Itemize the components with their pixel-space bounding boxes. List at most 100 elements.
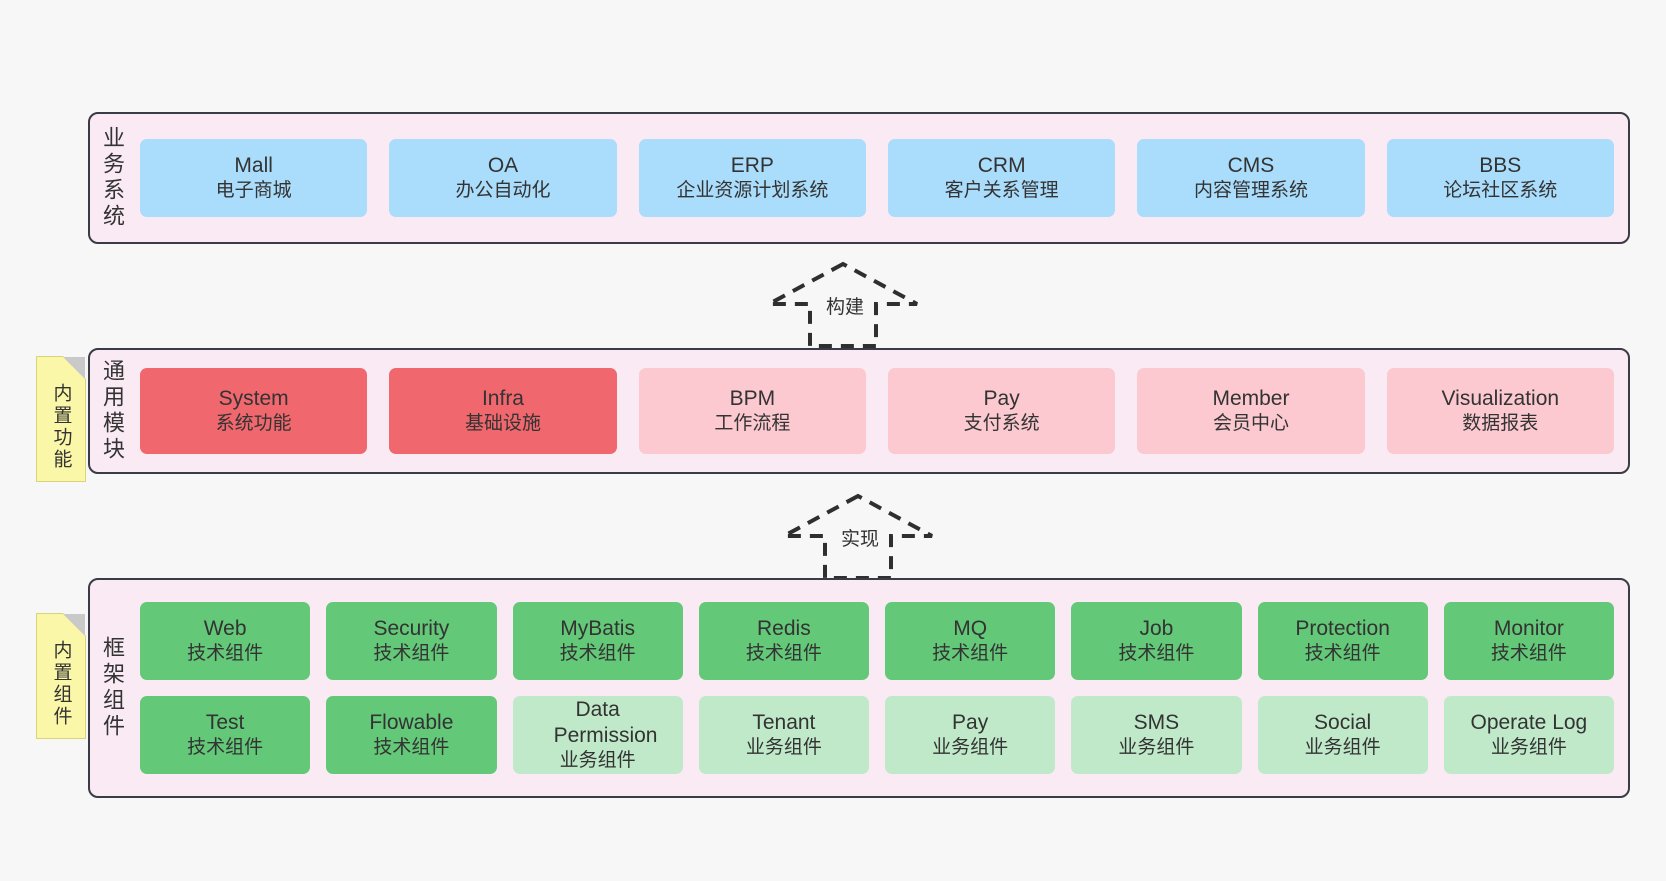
- card-title-en: Flowable: [369, 710, 454, 734]
- card-protection[interactable]: Protection 技术组件: [1257, 602, 1428, 680]
- card-title-cn: 论坛社区系统: [1443, 180, 1558, 202]
- card-monitor[interactable]: Monitor 技术组件: [1443, 602, 1614, 680]
- sticky-fold-icon: [63, 614, 85, 636]
- connector-build: 构建: [755, 258, 935, 350]
- card-title-en: Web: [203, 616, 247, 640]
- card-title-cn: 业务组件: [745, 737, 822, 759]
- card-row: Test 技术组件 Flowable 技术组件 Data Permission …: [140, 696, 1614, 774]
- card-bpm[interactable]: BPM 工作流程: [638, 368, 866, 454]
- card-title-cn: 客户关系管理: [944, 180, 1059, 202]
- card-erp[interactable]: ERP 企业资源计划系统: [638, 139, 866, 217]
- card-infra[interactable]: Infra 基础设施: [389, 368, 617, 454]
- card-title-en: Pay: [952, 710, 989, 734]
- sticky-note-builtin-features: 内置功能: [36, 356, 86, 482]
- card-row: Web 技术组件 Security 技术组件 MyBatis 技术组件 Redi…: [140, 602, 1614, 680]
- card-tenant[interactable]: Tenant 业务组件: [698, 696, 869, 774]
- layer-body-business-systems: Mall 电子商城 OA 办公自动化 ERP 企业资源计划系统 CRM 客户关系…: [134, 114, 1628, 242]
- card-title-cn: 业务组件: [932, 737, 1009, 759]
- card-mq[interactable]: MQ 技术组件: [885, 602, 1056, 680]
- card-system[interactable]: System 系统功能: [140, 368, 368, 454]
- connector-implement-label: 实现: [837, 524, 883, 551]
- connector-build-label: 构建: [822, 292, 868, 319]
- card-title-cn: 内容管理系统: [1193, 180, 1308, 202]
- card-title-en: Visualization: [1441, 386, 1560, 410]
- layer-title-framework-components: 框架组件: [100, 636, 125, 740]
- layer-general-modules: 通用模块 System 系统功能 Infra 基础设施 BPM 工作流程 Pay…: [88, 348, 1630, 474]
- card-title-cn: 会员中心: [1212, 413, 1289, 435]
- connector-build-arrow: [768, 261, 918, 348]
- card-row: Mall 电子商城 OA 办公自动化 ERP 企业资源计划系统 CRM 客户关系…: [140, 139, 1614, 217]
- card-web[interactable]: Web 技术组件: [140, 602, 311, 680]
- card-title-cn: 技术组件: [1118, 643, 1195, 665]
- card-title-cn: 技术组件: [187, 737, 264, 759]
- card-title-cn: 企业资源计划系统: [676, 180, 829, 202]
- card-title-en: Security: [373, 616, 450, 640]
- card-title-cn: 支付系统: [963, 413, 1040, 435]
- card-mybatis[interactable]: MyBatis 技术组件: [512, 602, 683, 680]
- sticky-fold-icon: [63, 357, 85, 379]
- card-visualization[interactable]: Visualization 数据报表: [1386, 368, 1614, 454]
- card-operate-log[interactable]: Operate Log 业务组件: [1443, 696, 1614, 774]
- card-title-cn: 技术组件: [1490, 643, 1567, 665]
- card-title-cn: 工作流程: [714, 413, 791, 435]
- layer-body-framework-components: Web 技术组件 Security 技术组件 MyBatis 技术组件 Redi…: [134, 580, 1628, 796]
- card-social[interactable]: Social 业务组件: [1257, 696, 1428, 774]
- card-bbs[interactable]: BBS 论坛社区系统: [1386, 139, 1614, 217]
- layer-body-general-modules: System 系统功能 Infra 基础设施 BPM 工作流程 Pay 支付系统…: [134, 350, 1628, 472]
- card-title-cn: 技术组件: [187, 643, 264, 665]
- card-title-en: Redis: [757, 616, 811, 640]
- card-security[interactable]: Security 技术组件: [326, 602, 497, 680]
- layer-title-business-systems: 业务系统: [100, 126, 125, 230]
- card-title-cn: 业务组件: [1304, 737, 1381, 759]
- card-pay-module[interactable]: Pay 支付系统: [887, 368, 1116, 454]
- card-title-cn: 技术组件: [1304, 643, 1381, 665]
- card-title-en: CMS: [1227, 153, 1275, 177]
- card-title-en: Operate Log: [1470, 710, 1588, 734]
- sticky-note-label: 内置组件: [50, 640, 72, 728]
- card-crm[interactable]: CRM 客户关系管理: [887, 139, 1116, 217]
- card-title-en: MyBatis: [560, 616, 635, 640]
- card-mall[interactable]: Mall 电子商城: [140, 139, 368, 217]
- card-title-cn: 办公自动化: [455, 180, 551, 202]
- card-title-en: Member: [1212, 386, 1290, 410]
- card-title-en: Infra: [481, 386, 524, 410]
- card-title-cn: 电子商城: [215, 180, 292, 202]
- card-title-cn: 技术组件: [373, 643, 450, 665]
- layer-business-systems: 业务系统 Mall 电子商城 OA 办公自动化 ERP 企业资源计划系统 CRM…: [88, 112, 1630, 244]
- card-title-cn: 业务组件: [559, 750, 636, 772]
- card-title-cn: 技术组件: [373, 737, 450, 759]
- card-row: System 系统功能 Infra 基础设施 BPM 工作流程 Pay 支付系统…: [140, 368, 1614, 454]
- card-title-en: Mall: [234, 153, 273, 177]
- card-flowable[interactable]: Flowable 技术组件: [326, 696, 497, 774]
- card-test[interactable]: Test 技术组件: [140, 696, 311, 774]
- layer-framework-components: 框架组件 Web 技术组件 Security 技术组件 MyBatis 技术组件…: [88, 578, 1630, 798]
- sticky-note-builtin-components: 内置组件: [36, 613, 86, 739]
- connector-implement: 实现: [770, 490, 950, 582]
- card-title-en: BPM: [729, 386, 776, 410]
- card-title-cn: 技术组件: [559, 643, 636, 665]
- card-title-cn: 技术组件: [745, 643, 822, 665]
- card-pay-component[interactable]: Pay 业务组件: [885, 696, 1056, 774]
- card-redis[interactable]: Redis 技术组件: [698, 602, 869, 680]
- card-title-en: Social: [1314, 710, 1372, 734]
- card-title-en: ERP: [730, 153, 774, 177]
- layer-title-general-modules: 通用模块: [100, 359, 125, 463]
- card-title-cn: 数据报表: [1462, 413, 1539, 435]
- card-title-en: Test: [205, 710, 245, 734]
- card-data-permission[interactable]: Data Permission 业务组件: [512, 696, 683, 774]
- card-title-cn: 业务组件: [1490, 737, 1567, 759]
- card-title-en: Tenant: [752, 710, 816, 734]
- card-title-en: SMS: [1133, 710, 1180, 734]
- card-cms[interactable]: CMS 内容管理系统: [1137, 139, 1365, 217]
- card-title-en: System: [218, 386, 289, 410]
- card-title-cn: 业务组件: [1118, 737, 1195, 759]
- card-title-en: BBS: [1479, 153, 1522, 177]
- card-oa[interactable]: OA 办公自动化: [389, 139, 617, 217]
- card-sms[interactable]: SMS 业务组件: [1071, 696, 1242, 774]
- card-title-cn: 系统功能: [215, 413, 292, 435]
- card-title-en: Data Permission: [553, 697, 658, 748]
- card-title-en: Monitor: [1493, 616, 1564, 640]
- card-job[interactable]: Job 技术组件: [1071, 602, 1242, 680]
- card-title-en: Job: [1139, 616, 1174, 640]
- card-member[interactable]: Member 会员中心: [1137, 368, 1365, 454]
